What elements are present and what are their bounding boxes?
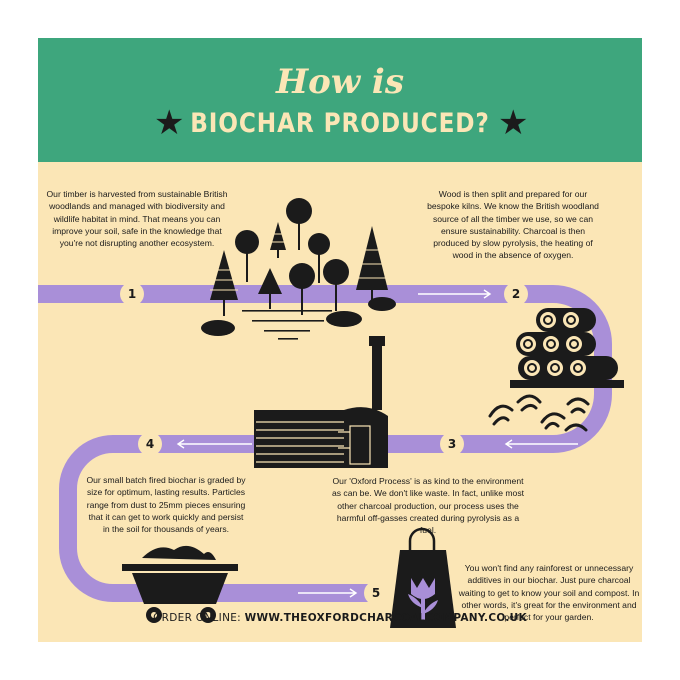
step-3-number: 3: [440, 432, 464, 456]
step-1-number: 1: [120, 282, 144, 306]
arrow-left-icon: [504, 439, 578, 449]
step-1-text: Our timber is harvested from sustainable…: [46, 189, 228, 249]
mine-cart-icon: [122, 545, 238, 623]
step-4-text: Our small batch fired biochar is graded …: [86, 475, 246, 535]
step-2-number: 2: [504, 282, 528, 306]
kiln-icon: [254, 336, 388, 468]
step-4-number: 4: [138, 432, 162, 456]
footer-website-link[interactable]: WWW.THEOXFORDCHARCOALCOMPANY.CO.UK: [244, 612, 527, 624]
flower-icon: [408, 578, 438, 620]
title-line-2: BIOCHAR PRODUCED?: [190, 108, 490, 139]
star-icon: ★: [498, 104, 529, 142]
arrow-left-icon: [176, 439, 252, 449]
infographic-poster: How is BIOCHAR PRODUCED? ★ ★: [38, 38, 642, 642]
step-3-text: Our 'Oxford Process' is as kind to the e…: [331, 476, 525, 536]
star-icon: ★: [154, 104, 185, 142]
arrow-right-icon: [418, 289, 492, 299]
shopping-bag-icon: [390, 527, 456, 628]
forest-icon: [201, 198, 396, 340]
footer-label: ORDER ONLINE:: [153, 612, 245, 624]
header-band: How is BIOCHAR PRODUCED? ★ ★: [38, 38, 642, 162]
title-line-1: How is: [276, 62, 404, 102]
step-5-text: You won't find any rainforest or unneces…: [458, 563, 640, 623]
arrow-right-icon: [298, 588, 358, 598]
path-arrows: [176, 289, 578, 598]
step-2-text: Wood is then split and prepared for our …: [427, 189, 599, 261]
log-pile-icon: [510, 308, 624, 388]
illustration-layer: [38, 198, 624, 628]
charcoal-chips-icon: [488, 394, 590, 432]
step-5-number: 5: [364, 581, 388, 605]
footer: ORDER ONLINE: WWW.THEOXFORDCHARCOALCOMPA…: [0, 612, 680, 624]
